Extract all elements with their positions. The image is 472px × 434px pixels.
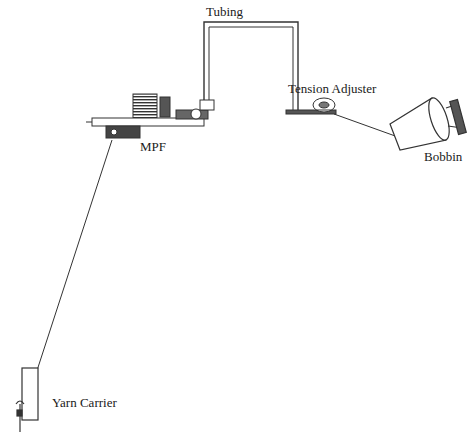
mpf-device [86, 94, 214, 138]
part-label: Tension Adjuster [288, 82, 376, 95]
part-label: Tubing [206, 5, 243, 18]
part-label: MPF [140, 140, 166, 153]
bobbin [390, 96, 466, 150]
yarn-line [30, 140, 112, 392]
tubing-inner [209, 27, 293, 110]
yarn-carrier [16, 368, 38, 432]
tubing [204, 22, 298, 110]
part-label: Bobbin [424, 150, 462, 163]
tension-adjuster [286, 98, 336, 114]
yarn-line [334, 114, 398, 137]
part-label: Yarn Carrier [52, 396, 117, 409]
